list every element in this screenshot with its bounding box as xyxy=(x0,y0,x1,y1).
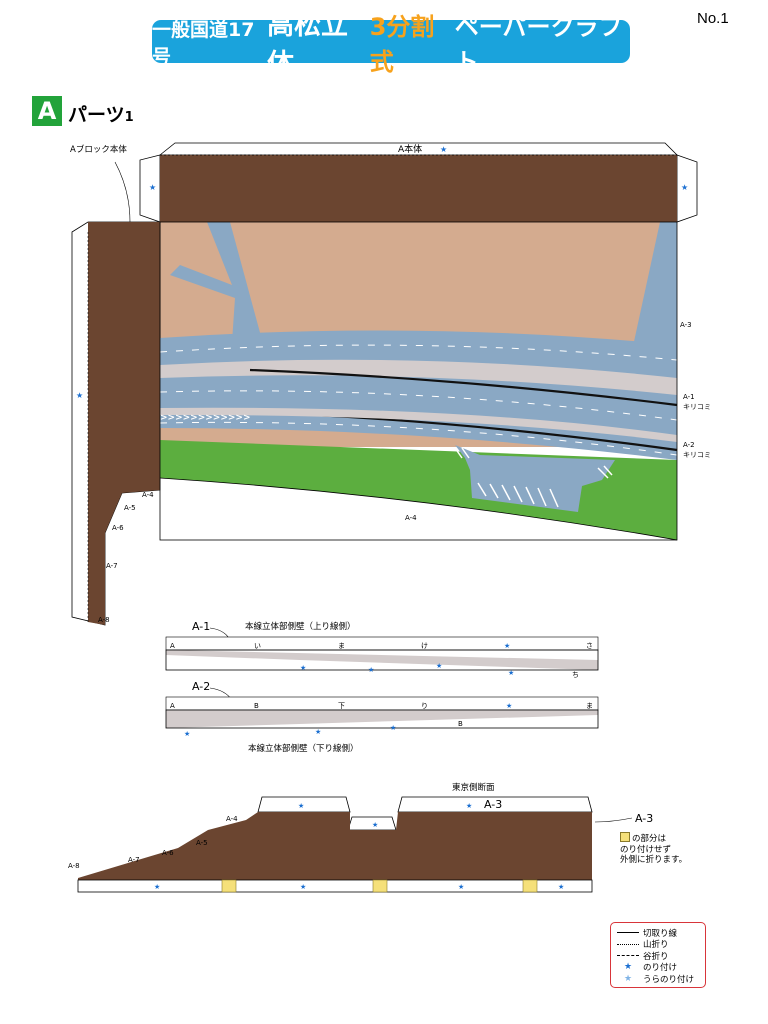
section-label: パーツ xyxy=(68,104,125,126)
a2-wall-tab: ま xyxy=(586,702,593,710)
a2-wall-tab: ★ xyxy=(390,724,396,732)
title-type: ペーパークラフト xyxy=(454,12,623,76)
label-a2-side: A-2 xyxy=(683,441,695,449)
a1-wall-tab: ★ xyxy=(300,664,306,672)
star-icon: ★ xyxy=(623,962,633,973)
center-strip xyxy=(160,407,677,442)
label-tokyo-section: 東京側断面 xyxy=(452,782,495,793)
label-block-body: Aブロック本体 xyxy=(70,144,127,155)
label-a1-wall-code: A-1 xyxy=(192,620,210,633)
a1-wall-tab: ★ xyxy=(504,642,510,650)
glue-star: ★ xyxy=(372,821,378,829)
section-title: パーツ1 xyxy=(68,100,134,127)
fold-note: の部分は のり付けせず 外側に折ります。 xyxy=(620,832,688,865)
a2-wall-strip xyxy=(166,710,598,728)
solid-line-icon xyxy=(617,932,639,934)
section-letter: A xyxy=(32,96,62,126)
a1-wall-tab: ★ xyxy=(508,669,514,677)
a2-wall-tab: B xyxy=(254,702,259,710)
title-road: 一般国道17号 xyxy=(152,18,255,68)
fold-out-marker xyxy=(372,879,388,893)
title-banner: 一般国道17号 高松立体 3分割式 ペーパークラフト xyxy=(152,10,630,80)
star-outline-icon: ★ xyxy=(623,973,633,984)
a2-wall-tab: ★ xyxy=(184,730,190,738)
glue-star: ★ xyxy=(558,883,564,891)
a2-wall-tab: ★ xyxy=(315,728,321,736)
yellow-square-icon xyxy=(620,832,630,842)
median-strip xyxy=(160,359,677,395)
glue-star: ★ xyxy=(76,391,83,400)
glue-star: ★ xyxy=(440,145,447,154)
glue-star: ★ xyxy=(466,802,472,810)
label-a3-callout: A-3 xyxy=(635,812,653,825)
legend-valley: 谷折り xyxy=(617,950,699,962)
glue-star: ★ xyxy=(300,883,306,891)
label-a4-bottom: A-4 xyxy=(405,514,417,522)
label-a2-wall-code: A-2 xyxy=(192,680,210,693)
label-a7: A-7 xyxy=(106,562,118,570)
cut-line-a1 xyxy=(249,368,678,407)
a-body-top xyxy=(160,155,677,222)
label-a8: A-8 xyxy=(98,616,110,624)
label-a1-wall: 本線立体部側壁（上り線側） xyxy=(245,621,356,632)
legend-box: 切取り線 山折り 谷折り ★のり付け ★うらのり付け xyxy=(610,922,706,988)
a2-wall-tab: り xyxy=(421,702,428,710)
chevron-marking: >>>>>>>>>>>> xyxy=(160,413,251,423)
label-a2-wall: 本線立体部側壁（下り線側） xyxy=(248,743,359,754)
tokyo-section-body xyxy=(78,812,592,880)
label-sec-a5: A-5 xyxy=(196,839,208,847)
dotted-line-icon xyxy=(617,943,639,945)
a2-wall-tab: A xyxy=(170,702,175,710)
green-area xyxy=(160,440,677,540)
ramp-left xyxy=(170,222,262,342)
glue-star: ★ xyxy=(458,883,464,891)
label-a2-kirikomi: キリコミ xyxy=(683,451,711,459)
glue-star: ★ xyxy=(298,802,304,810)
label-sec-a8: A-8 xyxy=(68,862,80,870)
a1-wall-tab: A xyxy=(170,642,175,650)
a1-wall-tab: い xyxy=(254,642,261,650)
label-sec-a7: A-7 xyxy=(128,856,140,864)
a2-wall-tab: B xyxy=(458,720,463,728)
label-a5: A-5 xyxy=(124,504,136,512)
label-a1-side: A-1 xyxy=(683,393,695,401)
glue-star: ★ xyxy=(681,183,688,192)
legend-back-glue: ★うらのり付け xyxy=(617,973,699,985)
a1-wall-tab: ★ xyxy=(436,662,442,670)
a1-wall-tab: ★ xyxy=(368,666,374,674)
label-sec-a4: A-4 xyxy=(226,815,238,823)
page-number: No.1 xyxy=(697,10,729,27)
title-kit: 3分割式 xyxy=(369,12,435,76)
label-a3-top: A-3 xyxy=(680,321,692,329)
a1-wall-tab: ち xyxy=(572,671,579,679)
legend-cut: 切取り線 xyxy=(617,927,699,939)
glue-star: ★ xyxy=(149,183,156,192)
a1-wall-tab: ま xyxy=(338,642,345,650)
glue-star: ★ xyxy=(154,883,160,891)
fold-out-marker xyxy=(221,879,237,893)
legend-mountain: 山折り xyxy=(617,939,699,950)
a1-wall-strip xyxy=(166,650,598,670)
a2-wall-tab: 下 xyxy=(338,702,345,710)
section-number: 1 xyxy=(124,110,134,125)
a1-wall-tab: さ xyxy=(586,642,593,650)
label-a6: A-6 xyxy=(112,524,124,532)
label-sec-a6: A-6 xyxy=(162,849,174,857)
left-strip xyxy=(88,222,160,625)
fold-out-marker xyxy=(522,879,538,893)
dashed-line-icon xyxy=(617,955,639,957)
a2-wall-tab: ★ xyxy=(506,702,512,710)
title-name: 高松立体 xyxy=(266,9,348,80)
label-a1-kirikomi: キリコミ xyxy=(683,403,711,411)
a1-wall-tab: け xyxy=(421,642,428,650)
legend-glue: ★のり付け xyxy=(617,962,699,973)
label-a3-section: A-3 xyxy=(484,798,502,811)
ramp-right xyxy=(630,222,677,360)
label-a4: A-4 xyxy=(142,491,154,499)
parking-area xyxy=(455,445,615,512)
label-a-body: A本体 xyxy=(398,143,422,155)
